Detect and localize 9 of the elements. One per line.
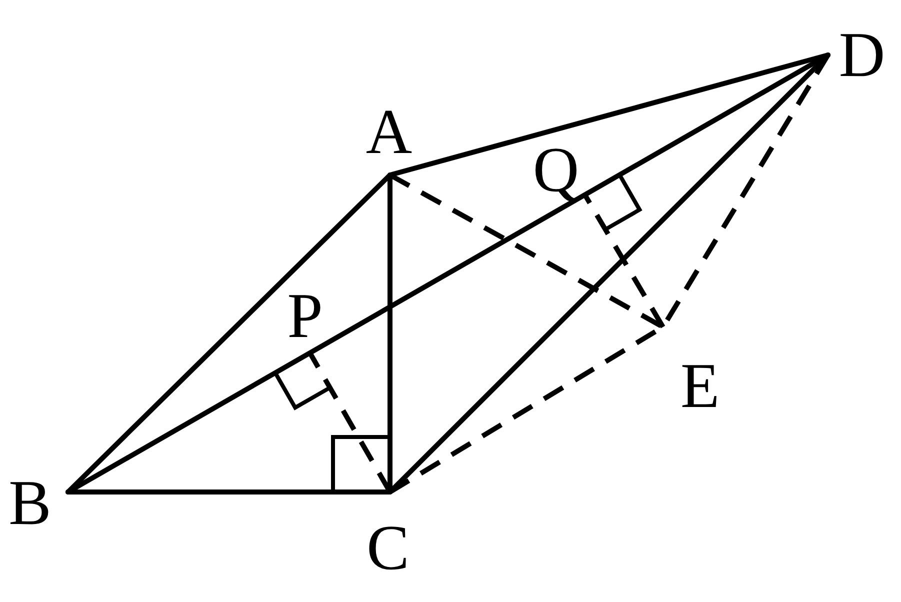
point-label: E	[680, 354, 720, 418]
point-label: A	[366, 100, 412, 164]
point-label: C	[366, 516, 410, 580]
dashed-segment	[582, 194, 666, 328]
point-label: P	[287, 284, 323, 348]
line-segment	[388, 52, 830, 494]
point-label: Q	[532, 138, 580, 202]
point-label: D	[838, 23, 886, 87]
point-label: B	[8, 471, 52, 535]
